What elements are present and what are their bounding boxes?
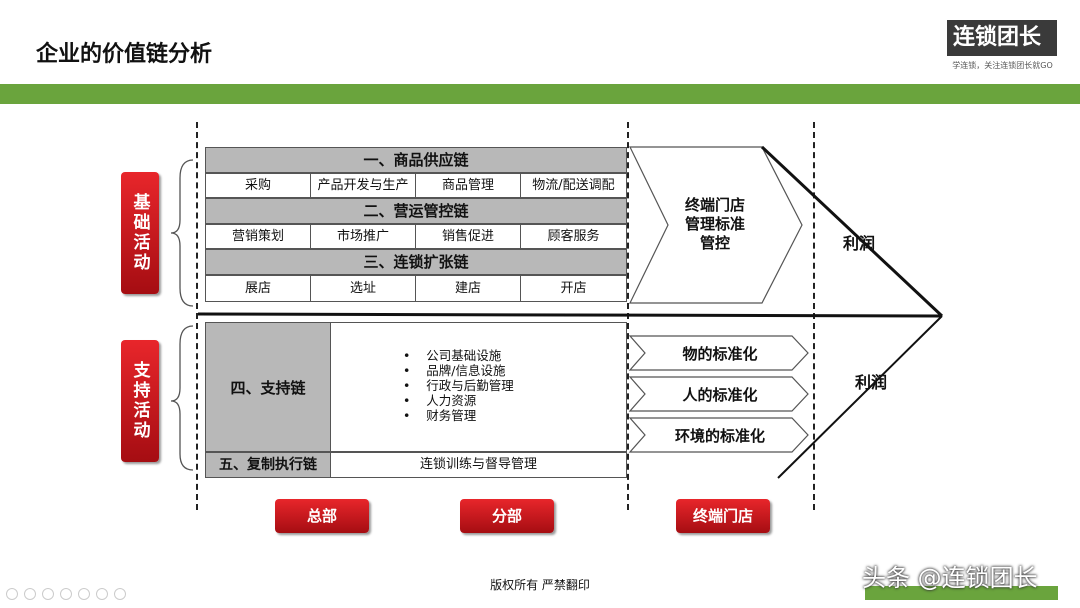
- eraser-icon[interactable]: [60, 588, 72, 600]
- chain-header-operation: 二、营运管控链: [205, 198, 627, 224]
- watermark-text: 头条 @连锁团长: [862, 564, 1038, 592]
- support-chain-header: 四、支持链: [205, 322, 331, 452]
- copy-chain-content: 连锁训练与督导管理: [330, 452, 627, 478]
- standard-arrow-shape: [628, 417, 809, 453]
- chain-cell: 顾客服务: [520, 224, 627, 249]
- logo-small: Head of Chain: [957, 73, 1014, 82]
- profit-lower-line: [777, 315, 943, 479]
- bullet-item: • 品牌/信息设施: [403, 363, 506, 378]
- divider-left: [196, 122, 198, 510]
- brace-basic: [170, 159, 194, 307]
- chain-cell: 销售促进: [415, 224, 521, 249]
- bullet-item: • 人力资源: [403, 393, 477, 408]
- branch-button[interactable]: 分部: [460, 499, 554, 533]
- standard-label: 人的标准化: [682, 386, 758, 404]
- chain-cell: 建店: [415, 275, 521, 302]
- headquarters-button[interactable]: 总部: [275, 499, 369, 533]
- support-bullet-list: • 公司基础设施 • 品牌/信息设施 • 行政与后勤管理 • 人力资源 • 财务…: [403, 348, 514, 423]
- slides-icon[interactable]: [78, 588, 90, 600]
- support-chain-content: • 公司基础设施 • 品牌/信息设施 • 行政与后勤管理 • 人力资源 • 财务…: [330, 322, 627, 452]
- chain-cell: 展店: [205, 275, 311, 302]
- chain-cell: 营销策划: [205, 224, 311, 249]
- support-activities-label: 支持活动: [121, 340, 159, 462]
- chain-header-supply: 一、商品供应链: [205, 147, 627, 173]
- chain-cell: 选址: [310, 275, 416, 302]
- standard-arrow-shape: [628, 376, 809, 412]
- next-slide-icon[interactable]: [24, 588, 36, 600]
- standard-arrow-shape: [628, 335, 809, 371]
- profit-label-upper: 利润: [843, 234, 876, 253]
- zoom-icon[interactable]: [96, 588, 108, 600]
- chain-cell: 产品开发与生产: [310, 173, 416, 198]
- profit-upper-line: [760, 145, 944, 318]
- standard-label: 物的标准化: [682, 345, 758, 363]
- prev-slide-icon[interactable]: [6, 588, 18, 600]
- more-options-icon[interactable]: [114, 588, 126, 600]
- braces: [170, 159, 194, 471]
- copyright-footer: 版权所有 严禁翻印: [490, 578, 590, 592]
- chain-cell: 开店: [520, 275, 627, 302]
- store-button[interactable]: 终端门店: [676, 499, 770, 533]
- bullet-item: • 行政与后勤管理: [403, 378, 514, 393]
- chain-cell: 采购: [205, 173, 311, 198]
- logo-tagline: 学连锁，关注连锁团长就GO: [952, 61, 1053, 70]
- chain-header-expansion: 三、连锁扩张链: [205, 249, 627, 275]
- brand-logo: 连锁团长 Head of Chain: [947, 20, 1057, 82]
- chain-cell: 商品管理: [415, 173, 521, 198]
- header-bar: [0, 84, 1080, 104]
- brace-support: [170, 325, 194, 471]
- chain-cell: 市场推广: [310, 224, 416, 249]
- standard-label: 环境的标准化: [674, 427, 765, 445]
- basic-activities-label: 基础活动: [121, 172, 159, 294]
- copy-chain-header: 五、复制执行链: [205, 452, 331, 478]
- bullet-item: • 财务管理: [403, 408, 477, 423]
- pen-icon[interactable]: [42, 588, 54, 600]
- profit-axis-line: [197, 312, 943, 318]
- store-management-text: 终端门店 管理标准 管控: [684, 196, 745, 252]
- profit-label-lower: 利润: [855, 373, 888, 392]
- page-title: 企业的价值链分析: [36, 42, 213, 67]
- chain-cell: 物流/配送调配: [520, 173, 627, 198]
- bullet-item: • 公司基础设施: [403, 348, 502, 363]
- logo-main: 连锁团长: [953, 25, 1042, 50]
- watermark-bar: [865, 586, 1058, 600]
